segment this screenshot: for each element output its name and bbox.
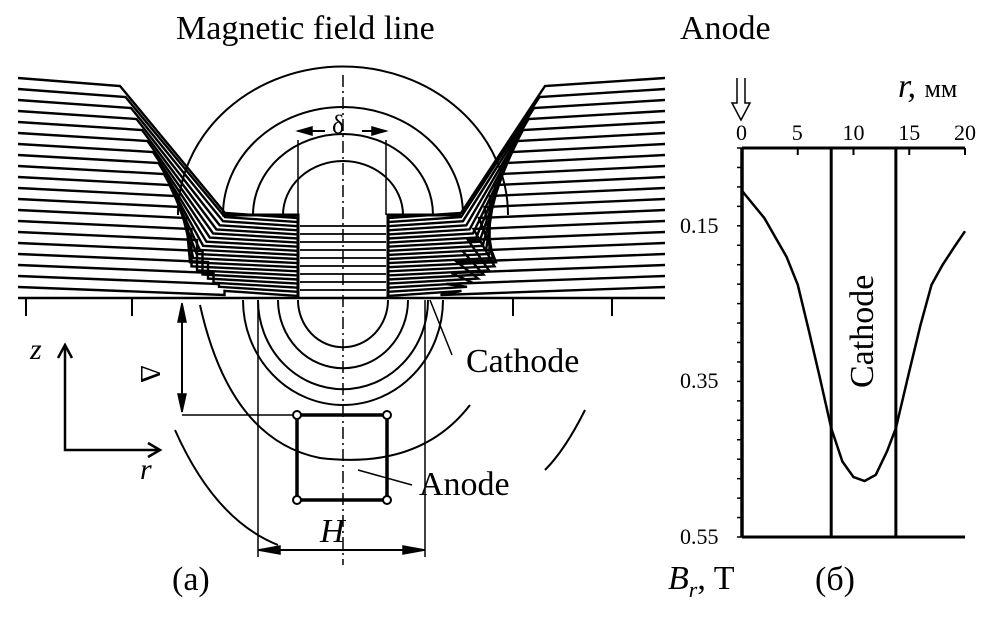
anode-label: Anode <box>419 466 510 503</box>
field-line <box>17 98 299 228</box>
gap-symbol: Δ <box>134 364 166 384</box>
y-tick-label: 0.35 <box>680 368 719 394</box>
field-line-title: Magnetic field line <box>176 10 435 47</box>
coordinate-axes <box>56 342 163 459</box>
field-arc-outer <box>544 409 586 471</box>
field-line <box>17 87 299 224</box>
field-arc-upper <box>252 133 434 216</box>
y-axis-title: Br, T <box>668 562 735 601</box>
field-arc-outer <box>174 429 279 546</box>
x-axis-unit: мм <box>924 74 958 103</box>
field-line <box>387 230 666 277</box>
field-line <box>387 263 666 289</box>
field-line <box>17 274 299 293</box>
br-chart <box>737 146 967 539</box>
caption-b: (б) <box>815 561 855 598</box>
field-line <box>17 219 299 273</box>
r-axis-label: r <box>140 453 152 486</box>
field-line <box>387 109 666 232</box>
surface-ticks <box>25 298 613 316</box>
y-tick-label: 0.55 <box>680 524 719 549</box>
field-arc-lower <box>242 299 444 406</box>
field-line <box>17 142 299 244</box>
field-line <box>17 252 299 285</box>
field-arc-lower <box>199 304 471 461</box>
field-line <box>17 153 299 248</box>
y-axis-unit: , T <box>697 560 735 597</box>
field-line <box>387 87 666 224</box>
x-tick-label: 20 <box>954 120 976 145</box>
field-line <box>387 197 666 265</box>
anode-top-label: Anode <box>680 10 771 47</box>
delta-symbol: δ <box>332 110 345 139</box>
y-tick-label: 0.15 <box>680 212 719 238</box>
field-line <box>387 186 666 261</box>
anode-marker-arrow <box>730 78 752 122</box>
field-line <box>17 109 299 232</box>
field-line <box>17 120 299 236</box>
x-tick-label: 5 <box>791 120 803 145</box>
leader-lines <box>357 299 453 486</box>
field-arcs <box>174 65 586 546</box>
field-line <box>17 285 299 298</box>
y-axis-var: B <box>668 560 689 597</box>
field-line <box>17 164 299 252</box>
field-arc-upper <box>282 160 404 216</box>
field-line <box>17 230 299 277</box>
x-tick-label: 0 <box>736 120 747 145</box>
field-line <box>387 285 666 298</box>
field-line <box>17 263 299 289</box>
x-tick-label: 10 <box>842 120 865 145</box>
anode-square <box>292 410 392 505</box>
z-axis-label: z <box>30 333 42 366</box>
field-line <box>387 219 666 273</box>
caption-a: (a) <box>172 561 210 598</box>
dimension-lines <box>177 126 426 557</box>
field-line <box>387 274 666 293</box>
chart-cathode-label: Cathode <box>844 274 881 388</box>
field-arc-upper <box>177 65 509 216</box>
width-symbol: H <box>320 513 345 550</box>
field-line <box>387 120 666 236</box>
y-axis-sub: r <box>688 576 698 602</box>
x-axis-title: r, мм <box>898 70 957 104</box>
field-line <box>387 241 666 281</box>
field-line <box>387 76 666 220</box>
cathode-outline <box>18 213 665 300</box>
x-tick-label: 15 <box>898 120 921 145</box>
x-axis-var: r, <box>898 68 916 105</box>
cathode-label: Cathode <box>466 343 580 380</box>
field-line <box>387 252 666 285</box>
cathode-field-lines <box>17 76 666 298</box>
